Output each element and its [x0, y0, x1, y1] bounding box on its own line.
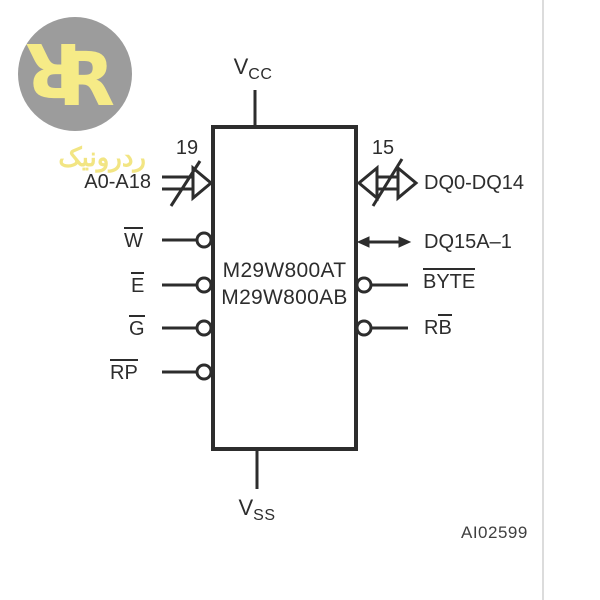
logo-monogram-right-r: R: [58, 37, 115, 123]
chip-title-line2: M29W800AB: [221, 286, 348, 309]
data-bus-arrow: [356, 158, 419, 207]
address-bus-arrow: [162, 160, 214, 207]
vss-subscript: SS: [253, 507, 276, 524]
data-bus-label: DQ0-DQ14: [424, 172, 525, 194]
address-bus-slash: [169, 160, 202, 207]
data-bus-slash: [371, 158, 404, 207]
byte-text: BYTE: [423, 268, 476, 292]
rb-overlined-text: B: [438, 314, 452, 338]
chip-enable-text: E: [131, 272, 145, 296]
rb-label: RB: [424, 314, 452, 339]
address-bus-label: A0-A18: [84, 171, 151, 193]
data-bus-arrowhead-right: [396, 164, 419, 202]
chip-enable-label: E: [131, 272, 145, 297]
vcc-subscript: CC: [248, 66, 273, 83]
vcc-letter: V: [233, 54, 249, 79]
data-bus-arrowhead-left: [356, 164, 379, 202]
address-bus-arrowhead: [191, 164, 214, 202]
watermark-logo: R R: [18, 17, 132, 131]
watermark-brand-text: ردرونیک: [58, 142, 146, 172]
vcc-label: VCC: [222, 54, 284, 84]
vss-letter: V: [238, 495, 254, 520]
right-pin-lines: [355, 276, 408, 337]
chip-box: [211, 125, 358, 451]
write-enable-label: W: [124, 227, 143, 252]
reset-text: RP: [110, 359, 138, 383]
dq15-arrow: [356, 236, 412, 248]
chip-title-line1: M29W800AT: [222, 259, 347, 282]
left-pin-lines: [162, 231, 213, 381]
pin-bubble-rp: [195, 363, 213, 381]
rb-prefix-text: R: [424, 317, 439, 339]
output-enable-text: G: [129, 315, 145, 339]
vss-label: VSS: [226, 495, 288, 525]
logo-monogram-left-r: R: [25, 26, 82, 112]
output-enable-label: G: [129, 315, 145, 340]
pin-bubble-g: [195, 319, 213, 337]
dq15-label: DQ15A–1: [424, 231, 512, 253]
byte-label: BYTE: [423, 268, 476, 293]
pin-bubble-w: [195, 231, 213, 249]
pin-bubble-rb: [355, 319, 373, 337]
pin-bubble-e: [195, 276, 213, 294]
reset-label: RP: [110, 359, 138, 384]
figure-reference: AI02599: [461, 523, 528, 542]
pin-bubble-byte: [355, 276, 373, 294]
logo-circle: [18, 17, 132, 131]
address-bus-count: 19: [175, 137, 199, 159]
write-enable-text: W: [124, 227, 143, 251]
data-bus-count: 15: [371, 137, 395, 159]
